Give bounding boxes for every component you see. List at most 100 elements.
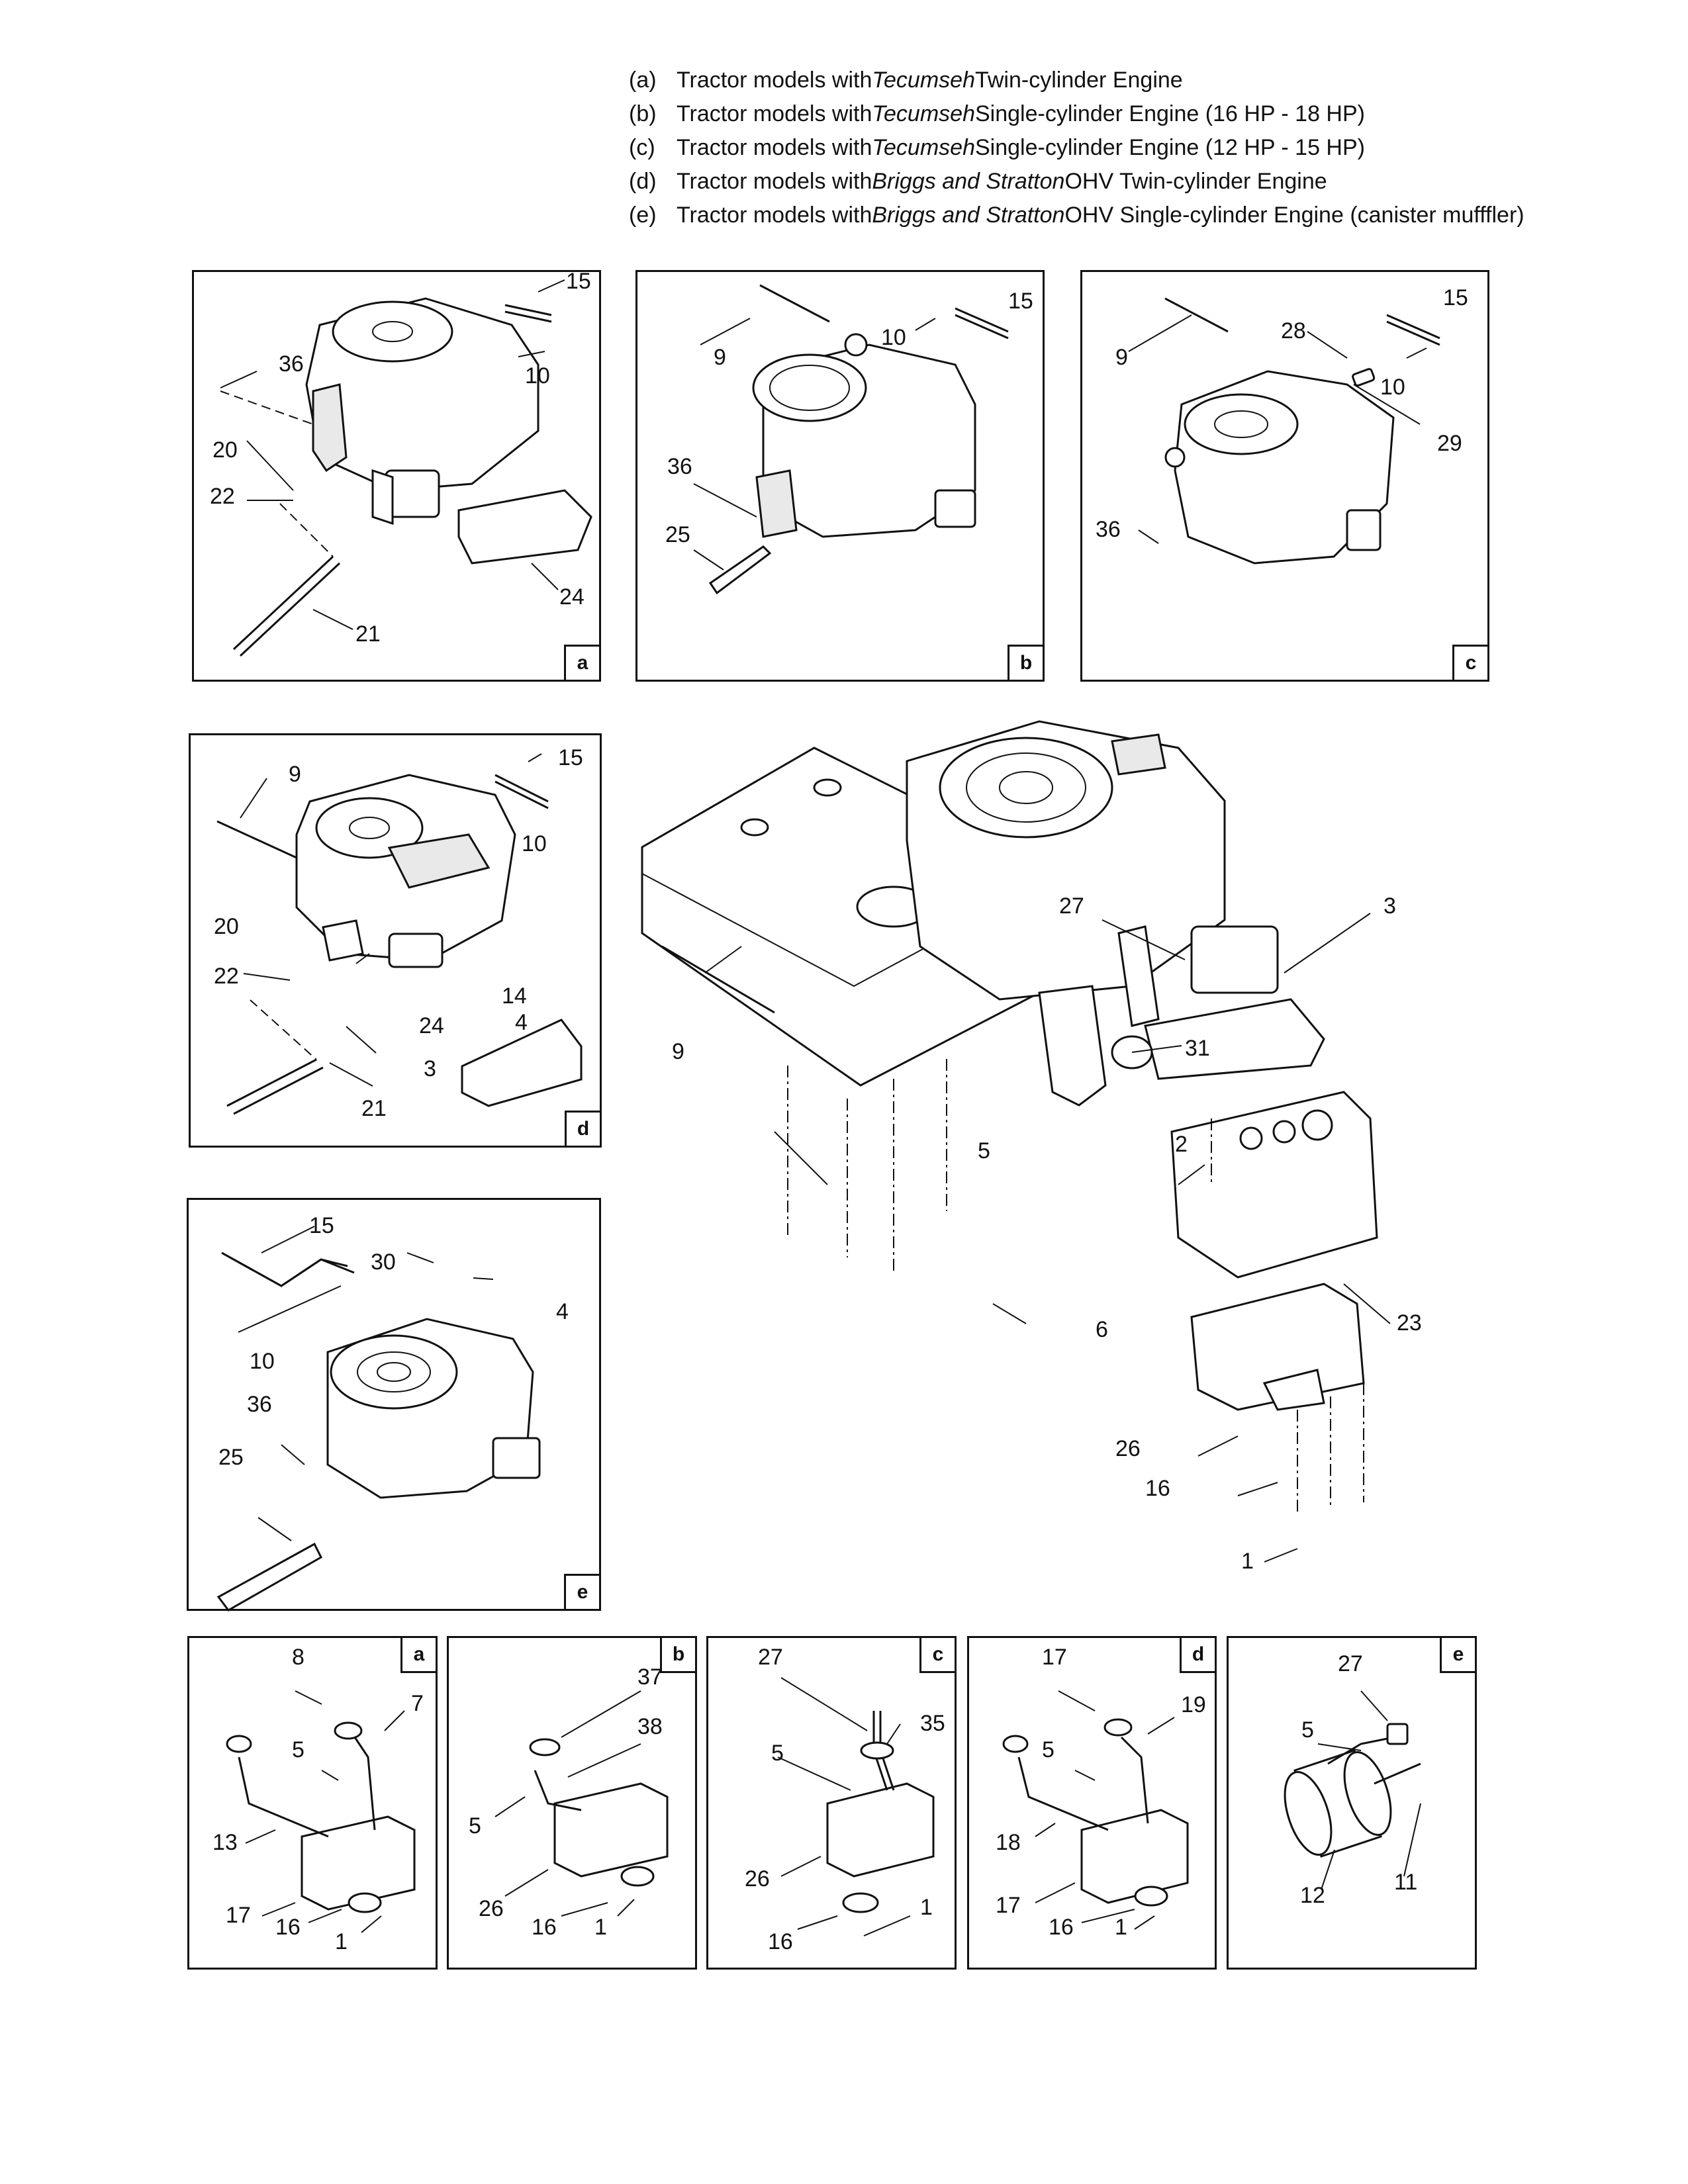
callout-26: 26 (745, 1866, 770, 1891)
callout-17: 17 (1042, 1645, 1067, 1670)
callout-18: 18 (996, 1830, 1021, 1855)
callout-31: 31 (1185, 1036, 1210, 1061)
callout-27: 27 (758, 1645, 783, 1670)
callout-10: 10 (522, 831, 547, 856)
callout-4: 4 (515, 1010, 528, 1035)
panel-bot-c: 27 35 5 26 1 16 c (706, 1636, 957, 1970)
callout-28: 28 (1281, 318, 1306, 343)
callout-19: 19 (1181, 1692, 1206, 1717)
callout-10: 10 (1380, 375, 1405, 400)
engine-legend: (a)Tractor models with Tecumseh Twin-cyl… (629, 64, 1524, 232)
muffler-a-illustration (226, 1690, 416, 1933)
panel-bot-b: 37 38 5 26 16 1 b (447, 1636, 697, 1970)
callout-35: 35 (920, 1711, 945, 1736)
panel-tag: b (660, 1636, 697, 1673)
callout-36: 36 (1096, 517, 1121, 542)
callout-22: 22 (210, 484, 235, 509)
callout-25: 25 (218, 1445, 244, 1470)
callout-3: 3 (1383, 893, 1396, 919)
legend-row-c: (c)Tractor models with Tecumseh Single-c… (629, 135, 1365, 160)
callout-7: 7 (411, 1691, 424, 1716)
panel-bot-e: 27 5 12 11 e (1227, 1636, 1477, 1970)
callout-24: 24 (559, 584, 585, 610)
muffler-b-illustration (494, 1690, 669, 1917)
callout-9: 9 (289, 762, 301, 787)
muffler-e-illustration (1284, 1690, 1421, 1890)
callout-21: 21 (355, 621, 381, 647)
panel-tag: a (564, 645, 601, 682)
callout-16: 16 (1049, 1915, 1074, 1940)
callout-16: 16 (768, 1929, 793, 1954)
callout-17: 17 (226, 1903, 251, 1928)
callout-29: 29 (1437, 431, 1462, 456)
engine-e-illustration (216, 1226, 541, 1612)
callout-10: 10 (250, 1349, 275, 1374)
callout-10: 10 (525, 363, 550, 388)
panel-top-a: 15 36 10 20 22 24 21 a (192, 269, 601, 682)
callout-5: 5 (469, 1813, 481, 1839)
panel-tag: e (564, 1574, 601, 1611)
callout-38: 38 (637, 1714, 663, 1739)
callout-25: 25 (665, 522, 690, 547)
callout-6: 6 (1096, 1317, 1108, 1342)
callout-4: 4 (556, 1299, 569, 1324)
panel-tag: a (400, 1636, 438, 1673)
callout-1: 1 (920, 1895, 933, 1920)
callout-1: 1 (594, 1915, 607, 1940)
callout-30: 30 (371, 1250, 396, 1275)
callout-36: 36 (667, 454, 692, 479)
callout-13: 13 (212, 1830, 238, 1855)
legend-row-b: (b)Tractor models with Tecumseh Single-c… (629, 101, 1365, 126)
legend-row-e: (e)Tractor models with Briggs and Stratt… (629, 203, 1524, 228)
legend-row-a: (a)Tractor models with Tecumseh Twin-cyl… (629, 68, 1183, 93)
callout-2: 2 (1175, 1132, 1188, 1157)
callout-17: 17 (996, 1893, 1021, 1918)
callout-12: 12 (1300, 1883, 1325, 1908)
callout-37: 37 (637, 1664, 663, 1690)
engine-c-illustration (1128, 297, 1440, 565)
main-assembly-illustration (641, 720, 1391, 1563)
panel-tag: c (919, 1636, 957, 1673)
panel-tag: b (1008, 645, 1045, 682)
callout-16: 16 (532, 1915, 557, 1940)
callout-21: 21 (361, 1096, 387, 1121)
callout-9: 9 (714, 345, 726, 370)
engine-a-illustration (220, 279, 592, 657)
callout-1: 1 (335, 1929, 348, 1954)
callout-16: 16 (275, 1915, 301, 1940)
engine-b-illustration (693, 284, 1009, 595)
callout-5: 5 (1301, 1717, 1314, 1743)
callout-9: 9 (672, 1039, 684, 1064)
callout-15: 15 (558, 745, 583, 770)
callout-5: 5 (978, 1138, 990, 1163)
callout-15: 15 (566, 269, 591, 294)
callout-1: 1 (1115, 1915, 1127, 1940)
callout-27: 27 (1059, 893, 1084, 919)
callout-23: 23 (1397, 1310, 1422, 1336)
callout-5: 5 (292, 1737, 305, 1762)
callout-15: 15 (309, 1213, 334, 1238)
panel-top-c: 9 15 28 10 29 36 c (1080, 270, 1489, 682)
callout-22: 22 (214, 964, 239, 989)
engine-d-illustration (216, 753, 583, 1115)
panel-top-b: 9 10 15 36 25 b (635, 270, 1045, 682)
callout-15: 15 (1008, 289, 1033, 314)
muffler-d-illustration (1002, 1690, 1189, 1930)
panel-mid-e: 15 30 4 10 36 25 e (187, 1198, 601, 1612)
callout-24: 24 (419, 1013, 444, 1038)
callout-36: 36 (247, 1392, 272, 1417)
callout-26: 26 (479, 1896, 504, 1921)
callout-5: 5 (1042, 1737, 1055, 1762)
callout-9: 9 (1115, 345, 1128, 370)
panel-bot-a: 8 7 5 13 17 16 1 a (187, 1636, 438, 1970)
muffler-c-illustration (777, 1677, 935, 1936)
panel-bot-d: 17 19 5 18 17 16 1 d (967, 1636, 1217, 1970)
panel-tag: d (565, 1111, 602, 1148)
panel-mid-d: 9 15 10 20 22 14 4 24 3 21 d (189, 733, 602, 1148)
callout-20: 20 (214, 914, 239, 939)
callout-11: 11 (1394, 1870, 1418, 1895)
main-assembly: 27 3 9 31 5 2 6 23 26 16 1 (629, 708, 1489, 1588)
callout-15: 15 (1443, 285, 1468, 310)
callout-14: 14 (502, 983, 527, 1009)
callout-26: 26 (1115, 1436, 1141, 1461)
